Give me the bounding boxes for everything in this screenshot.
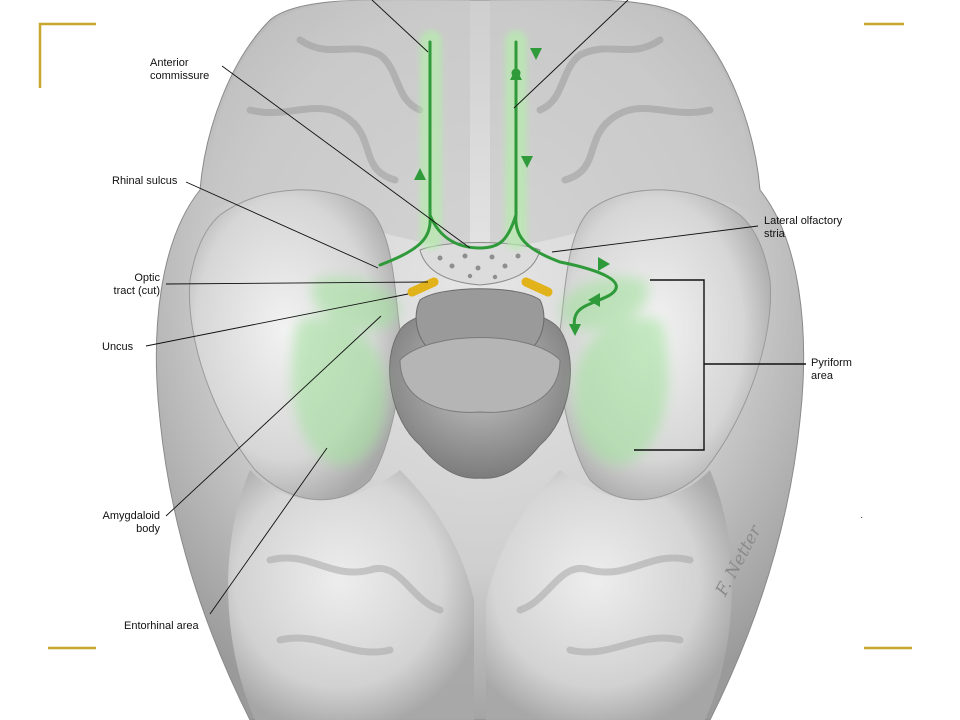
olfactory-highlights (291, 276, 669, 465)
occipital-gyri (266, 554, 694, 656)
perforations (437, 253, 521, 280)
frontal-lobe-right (490, 0, 755, 250)
olfactory-tracts (378, 40, 618, 332)
olfactory-bulb-node (511, 68, 521, 78)
edge-mark: · (860, 512, 863, 523)
pyriform-bracket (634, 279, 806, 451)
label-amygdaloid-body: Amygdaloid body (102, 510, 160, 535)
anterior-perforated-substance (419, 242, 541, 286)
label-anterior-commissure: Anterior commissure (150, 57, 210, 82)
label-entorhinal-area: Entorhinal area (124, 620, 199, 632)
label-lateral-olfactory-stria: Lateral olfactory stria (764, 215, 843, 240)
optic-tract-left (407, 277, 439, 297)
label-optic-tract: Optic tract (cut) (113, 272, 160, 297)
label-uncus: Uncus (102, 341, 134, 353)
label-pyriform-area: Pyriform area (811, 357, 852, 382)
pons-section (399, 337, 561, 413)
occipital-lobe-left (228, 470, 474, 720)
label-rhinal-sulcus: Rhinal sulcus (112, 175, 178, 187)
optic-tract-right (521, 277, 553, 297)
occipital-lobe-right (486, 470, 732, 720)
leader-lines (145, 0, 759, 615)
frontal-lobe-left (205, 0, 470, 250)
frontal-gyri (246, 36, 714, 184)
frame-corners (38, 22, 912, 650)
